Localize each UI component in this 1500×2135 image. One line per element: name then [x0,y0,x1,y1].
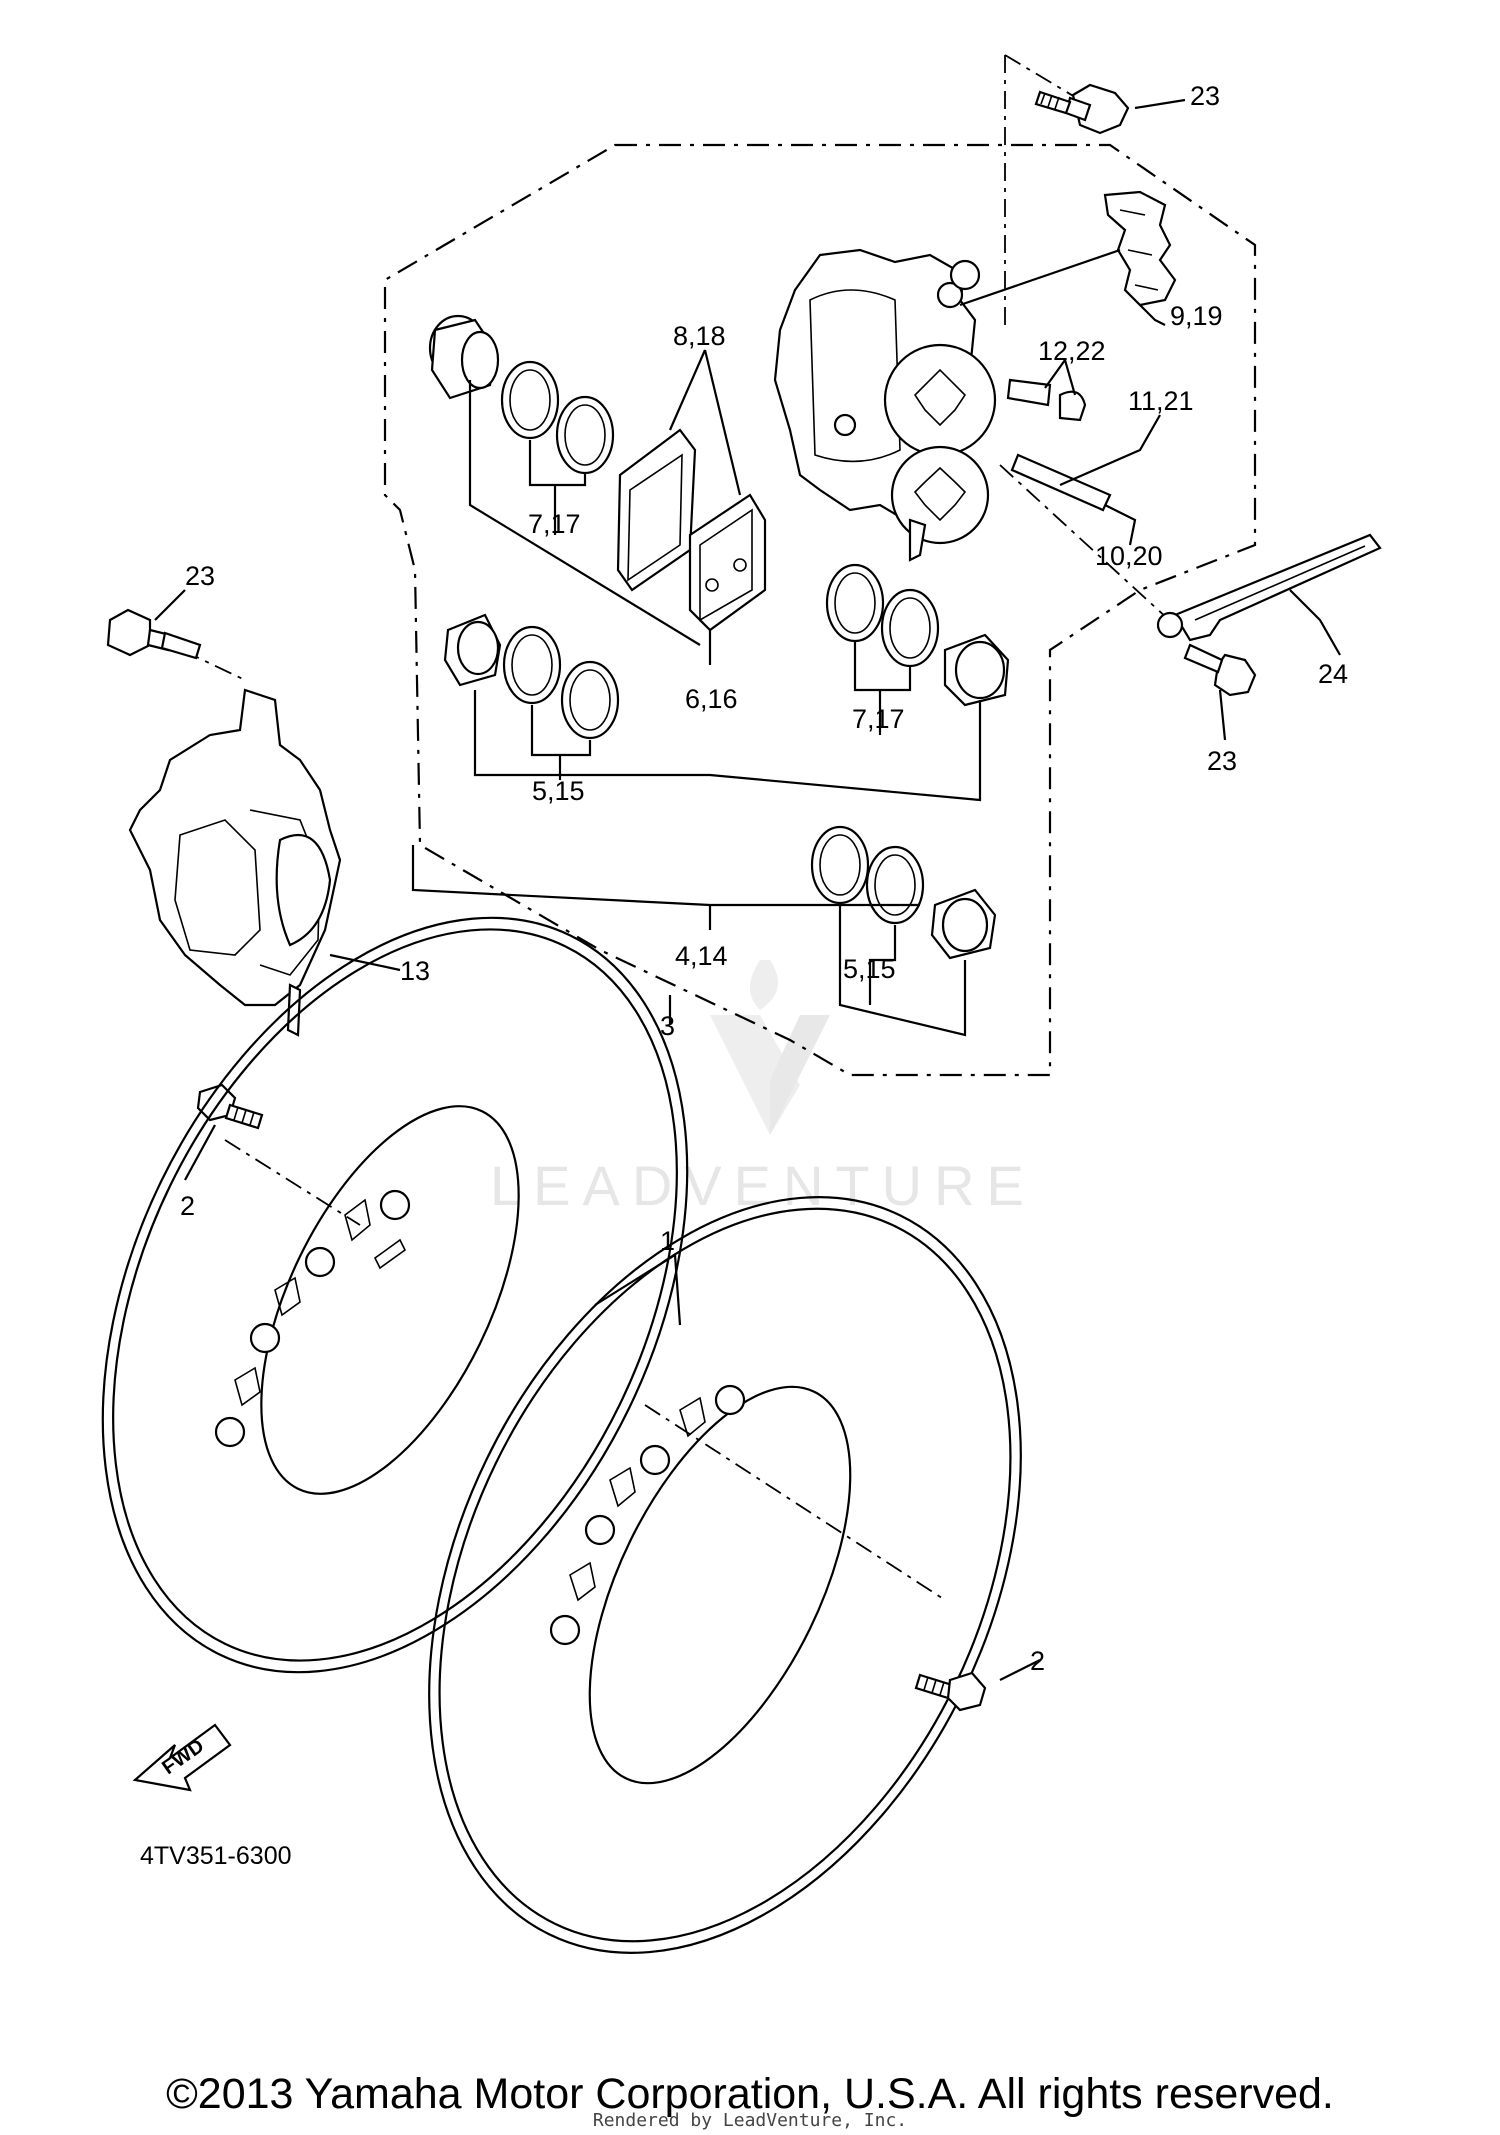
callout-9-19: 9,19 [1170,301,1223,331]
callout-23-top: 23 [1190,81,1220,111]
callout-23-right: 23 [1207,746,1237,776]
watermark-text: LEADVENTURE [490,1154,1036,1217]
bleeder-screw-12-22 [1006,378,1087,422]
brake-disc-right [428,1196,1022,1954]
bolt-23-left [106,608,202,660]
seal-lower-b [560,660,620,740]
piston-bottom-right [930,888,997,960]
pad-pin-10-20 [1010,453,1112,512]
brake-disc-left [101,916,689,1674]
brake-pad-a [616,428,697,592]
seal-middle-b [880,588,940,668]
seal-upper-b [555,395,615,475]
rendered-by-note: Rendered by LeadVenture, Inc. [592,2110,908,2131]
callout-5-15-upper: 5,15 [532,776,585,806]
seal-middle-a [825,563,885,643]
fwd-arrow-icon: FWD [132,1723,232,1792]
pad-spring-9-19 [1103,190,1177,307]
callout-2-left: 2 [180,1191,195,1221]
piston-middle-right [943,633,1010,707]
callout-4-14: 4,14 [675,941,728,971]
leader-disc-left [224,1139,361,1226]
leader-disc-right [644,1404,946,1601]
caliper-main [773,248,997,562]
callout-7-17-upper: 7,17 [528,509,581,539]
brake-pad-b [688,493,767,632]
bolt-2-right [914,1671,987,1712]
callout-8-18: 8,18 [673,321,726,351]
callout-10-20: 10,20 [1095,541,1163,571]
callout-23-left: 23 [185,561,215,591]
brake-hose-24 [1156,533,1382,642]
piston-middle-left [443,613,502,687]
callout-7-17-lower: 7,17 [852,704,905,734]
callout-1: 1 [660,1226,675,1256]
watermark: LEADVENTURE [490,960,1036,1217]
callout-2-right: 2 [1030,1646,1045,1676]
bolt-23-right [1183,643,1257,697]
seal-bottom-a [810,825,870,905]
copyright-notice: ©2013 Yamaha Motor Corporation, U.S.A. A… [166,2070,1334,2118]
callout-3: 3 [660,1011,675,1041]
caliper-assembly-boundary [383,143,1257,1077]
callout-24: 24 [1318,659,1348,689]
callout-leaders [154,98,1341,1681]
seal-upper-a [500,360,560,440]
callout-5-15-lower: 5,15 [843,954,896,984]
piston-upper-left [428,314,500,400]
callout-12-22: 12,22 [1038,336,1106,366]
caliper-left-13 [128,688,342,1037]
seal-lower-a [502,625,562,705]
diagram-id-code: 4TV351-6300 [140,1842,292,1870]
callout-13: 13 [400,956,430,986]
leader-pin-10-20 [999,464,1181,631]
callout-11-21: 11,21 [1128,386,1194,416]
callout-labels: 23 9,19 12,22 11,21 8,18 7,17 10,20 23 2… [180,81,1348,1676]
callout-6-16: 6,16 [685,684,738,714]
leader-bolt-23a [1004,54,1081,325]
seal-bottom-b [865,845,925,925]
bolt-23-top [1034,83,1130,135]
